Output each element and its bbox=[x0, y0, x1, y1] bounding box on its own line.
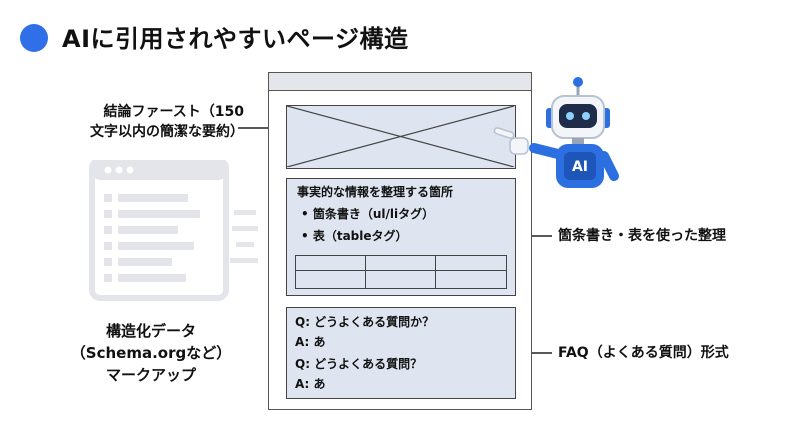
robot-icon: AI bbox=[493, 77, 619, 188]
label-faq: FAQ（よくある質問）形式 bbox=[558, 345, 729, 361]
table-cell bbox=[436, 256, 506, 271]
table-cell bbox=[366, 256, 436, 271]
label-conclusion-first: 結論ファースト（150 文字以内の簡潔な要約） bbox=[90, 104, 244, 140]
facts-table-placeholder bbox=[295, 255, 507, 289]
label-structured-data: 構造化データ （Schema.orgなど） マークアップ bbox=[70, 322, 232, 384]
facts-box: 事実的な情報を整理する箇所 • 箇条書き（ul/liタグ） • 表（tableタ… bbox=[286, 178, 516, 296]
table-cell bbox=[436, 271, 506, 288]
placeholder-image-icon bbox=[287, 106, 514, 167]
facts-heading: 事実的な情報を整理する箇所 bbox=[297, 185, 454, 199]
faq-answer-2: A: あ bbox=[295, 377, 326, 391]
summary-image-box bbox=[286, 105, 516, 169]
title-dot bbox=[20, 24, 48, 52]
table-cell bbox=[366, 271, 436, 288]
ghost-browser-icon bbox=[89, 160, 258, 301]
label-lists-tables: 箇条書き・表を使った整理 bbox=[558, 228, 726, 244]
faq-question-2: Q: どうよくある質問？ bbox=[295, 357, 423, 371]
facts-bullet-table: • 表（tableタグ） bbox=[301, 229, 408, 243]
robot-badge-text: AI bbox=[572, 159, 588, 175]
page-title: AIに引用されやすいページ構造 bbox=[62, 25, 409, 53]
faq-question-1: Q: どうよくある質問か？ bbox=[295, 315, 435, 329]
page-header-bar bbox=[269, 73, 531, 91]
table-cell bbox=[296, 271, 366, 288]
facts-bullet-list: • 箇条書き（ul/liタグ） bbox=[301, 207, 435, 221]
table-cell bbox=[296, 256, 366, 271]
page-wireframe: 事実的な情報を整理する箇所 • 箇条書き（ul/liタグ） • 表（tableタ… bbox=[268, 72, 532, 410]
faq-box: Q: どうよくある質問か？ A: あ Q: どうよくある質問？ A: あ bbox=[286, 307, 516, 399]
faq-answer-1: A: あ bbox=[295, 335, 326, 349]
